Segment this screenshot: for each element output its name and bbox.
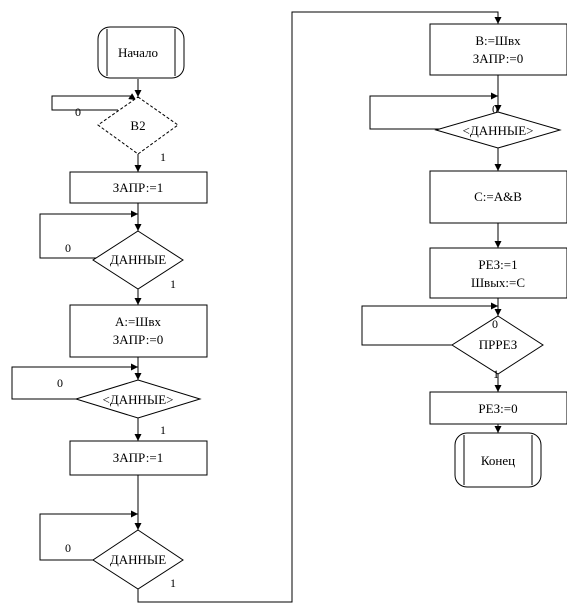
decision-dannye-inv1-label: <ДАННЫЕ> [103, 392, 174, 407]
terminal-start: Начало [97, 26, 185, 79]
loop-b2 [51, 93, 137, 111]
branch-label: 1 [170, 576, 176, 590]
process-c-calc-label: C:=A&B [474, 189, 522, 204]
process-a-load-line1: A:=Швх [115, 314, 162, 329]
branch-label: 0 [65, 241, 71, 255]
loop-dannye1 [39, 210, 138, 259]
process-a-load: A:=Швх ЗАПР:=0 [69, 304, 208, 358]
decision-dannye-inv1: <ДАННЫЕ> [74, 379, 202, 419]
decision-dannye2-label: ДАННЫЕ [110, 552, 166, 567]
process-rez-output: РЕЗ:=1 Швых:=C [429, 247, 567, 299]
branch-label: 1 [170, 277, 176, 291]
loop-dannye2 [39, 510, 138, 561]
decision-dannye1: ДАННЫЕ [92, 230, 184, 290]
branch-label: 1 [160, 150, 166, 164]
end-label: Конец [481, 453, 515, 468]
decision-prrez-label: ПРРЕЗ [479, 337, 517, 352]
process-b-load: B:=Швх ЗАПР:=0 [429, 23, 567, 76]
decision-dannye1-label: ДАННЫЕ [110, 252, 166, 267]
branch-label: 0 [65, 541, 71, 555]
process-b-load-line2: ЗАПР:=0 [473, 51, 523, 66]
process-a-load-line2: ЗАПР:=0 [113, 332, 163, 347]
branch-label: 0 [492, 317, 498, 331]
arrow-column-transfer [137, 11, 502, 603]
branch-label: 1 [493, 367, 499, 381]
process-b-load-line1: B:=Швх [475, 33, 521, 48]
terminal-end: Конец [454, 432, 542, 488]
branch-label: 1 [160, 423, 166, 437]
loop-prrez [361, 302, 498, 346]
process-zapr2: ЗАПР:=1 [69, 440, 208, 476]
decision-dannye-inv2-label: <ДАННЫЕ> [463, 123, 534, 138]
decision-dannye2: ДАННЫЕ [92, 529, 184, 590]
process-c-calc: C:=A&B [429, 170, 567, 224]
branch-label: 0 [492, 102, 498, 116]
process-zapr1: ЗАПР:=1 [69, 171, 208, 204]
process-rez-line2: Швых:=C [471, 275, 525, 290]
loop-dinv1 [11, 363, 138, 400]
decision-b2-label: B2 [130, 118, 145, 133]
process-rez0-label: РЕЗ:=0 [478, 401, 517, 416]
connectors [11, 11, 502, 603]
process-rez0: РЕЗ:=0 [429, 391, 567, 425]
loop-dinv2 [369, 92, 498, 130]
start-label: Начало [118, 45, 158, 60]
decision-dannye-inv2: <ДАННЫЕ> [434, 111, 562, 149]
decision-prrez: ПРРЕЗ [451, 315, 544, 375]
process-rez-line1: РЕЗ:=1 [478, 257, 517, 272]
decision-b2: B2 [97, 96, 179, 155]
branch-label: 0 [57, 376, 63, 390]
process-zapr1-label: ЗАПР:=1 [113, 180, 163, 195]
process-zapr2-label: ЗАПР:=1 [113, 450, 163, 465]
branch-label: 0 [75, 105, 81, 119]
